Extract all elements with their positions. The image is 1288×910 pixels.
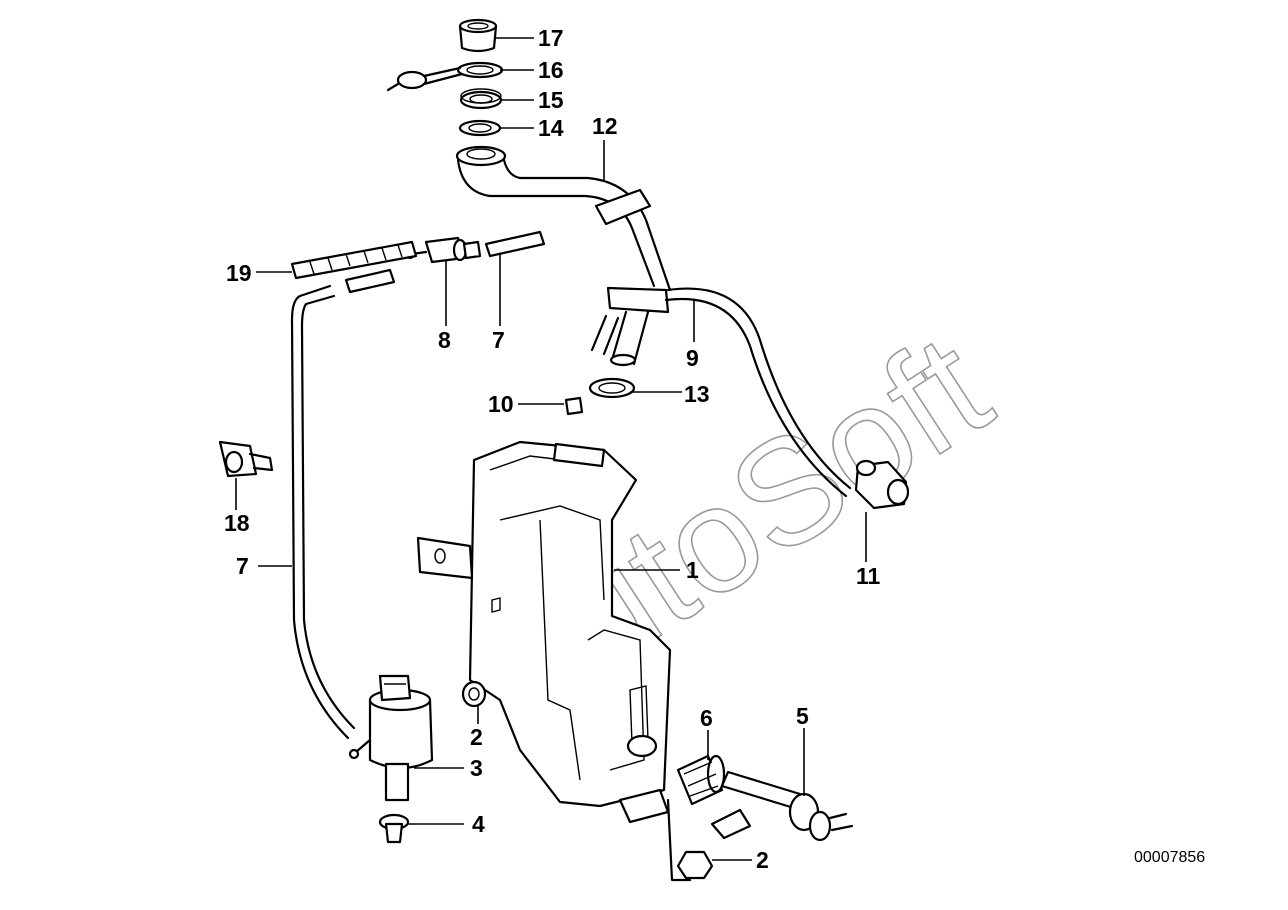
- grommet-6: [676, 754, 726, 806]
- callout-3: 3: [470, 755, 483, 781]
- cap-strap-16: [386, 61, 504, 92]
- gasket-14: [458, 119, 502, 137]
- callout-5: 5: [796, 703, 809, 729]
- callout-1: 1: [686, 557, 699, 583]
- hose-clamp-13: [588, 377, 636, 399]
- leader-lines: [235, 37, 867, 861]
- clip-18: [218, 440, 274, 478]
- callout-9: 9: [686, 345, 699, 371]
- hose-7-upper: [484, 230, 546, 258]
- callout-15: 15: [538, 87, 564, 113]
- callout-6: 6: [700, 705, 713, 731]
- connector-11: [854, 459, 910, 510]
- callout-8: 8: [438, 327, 451, 353]
- callout-10: 10: [488, 391, 514, 417]
- callout-7-upper: 7: [492, 327, 505, 353]
- level-sensor-5: [710, 770, 854, 842]
- check-valve-8: [404, 236, 482, 264]
- hose-19: [290, 240, 418, 280]
- vent-hose-9: [664, 287, 852, 498]
- callout-19: 19: [226, 260, 252, 286]
- callout-7-lower: 7: [236, 553, 249, 579]
- washer-reservoir-1: [416, 440, 672, 824]
- callout-4: 4: [472, 811, 485, 837]
- hose-piece-upper: [344, 268, 396, 294]
- document-number: 00007856: [1134, 849, 1205, 866]
- filler-pipe-12: [455, 145, 672, 367]
- callout-2-upper: 2: [470, 724, 483, 750]
- hose-7-long: [290, 284, 356, 740]
- callout-17: 17: [538, 25, 564, 51]
- callout-2-lower: 2: [756, 847, 769, 873]
- callout-18: 18: [224, 510, 250, 536]
- callout-12: 12: [592, 113, 618, 139]
- callout-16: 16: [538, 57, 564, 83]
- callout-14: 14: [538, 115, 564, 141]
- filler-cap-17: [458, 18, 498, 53]
- grommet-4: [378, 813, 410, 844]
- washer-pump-3: [348, 674, 434, 802]
- callout-13: 13: [684, 381, 710, 407]
- seal-ring-15: [459, 88, 503, 110]
- nut-2-lower: [666, 798, 714, 882]
- nut-2-upper: [461, 680, 487, 708]
- sleeve-10: [564, 396, 584, 416]
- callout-11: 11: [856, 563, 881, 589]
